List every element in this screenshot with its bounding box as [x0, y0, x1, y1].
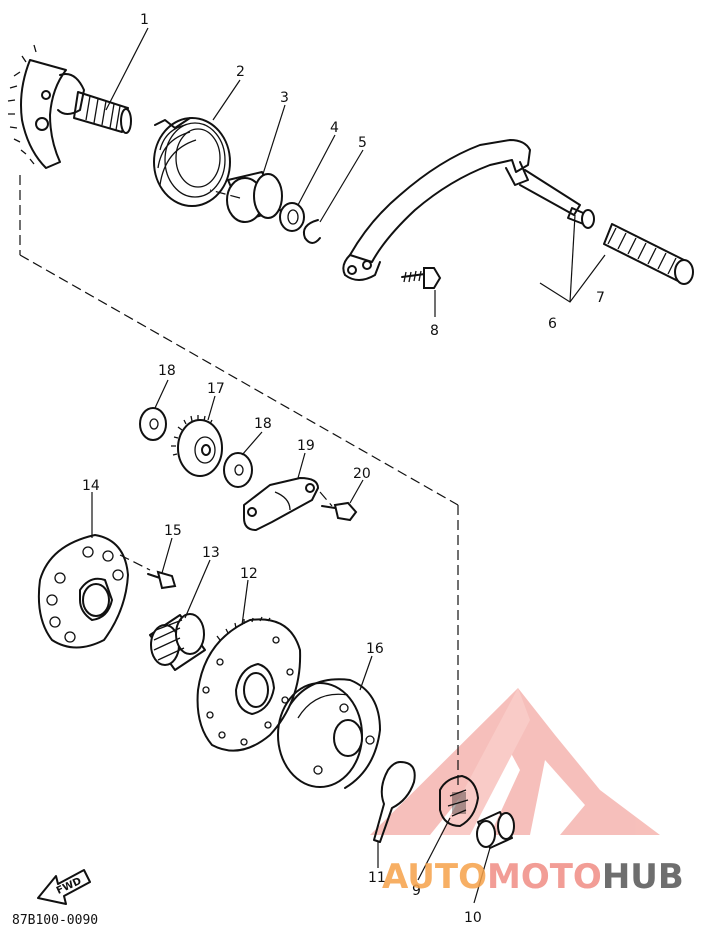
watermark-auto: AUTO: [382, 857, 487, 897]
callout-1: 1: [140, 12, 149, 28]
part-10-collar: [476, 811, 515, 849]
part-13-needle-bearing: [149, 613, 206, 671]
part-14-bearing-plate: [37, 534, 129, 649]
part-12-driven-gear: [196, 616, 302, 752]
callout-18a: 18: [158, 363, 176, 379]
part-5-circlip: [302, 219, 321, 244]
part-18-washer-mid: [223, 452, 253, 488]
watermark-hub: HUB: [602, 857, 684, 897]
part-19-guide-plate: [243, 477, 319, 531]
callout-14: 14: [82, 478, 100, 494]
callout-17: 17: [207, 381, 225, 397]
watermark-text: AUTOMOTOHUB: [382, 857, 684, 897]
part-17-idler-gear: [171, 415, 223, 477]
part-7-pedal-grip: [603, 223, 694, 285]
part-4-washer: [279, 202, 305, 232]
callout-12: 12: [240, 566, 258, 582]
callout-numbers: 1 2 3 4 5 6 7 8 9 10 11 12 13 14 15 16 1…: [82, 12, 605, 926]
svg-text:AUTOMOTOHUB: AUTOMOTOHUB: [382, 857, 684, 897]
callout-15: 15: [164, 523, 182, 539]
part-20-screw: [321, 501, 358, 522]
callout-13: 13: [202, 545, 220, 561]
callout-7: 7: [596, 290, 605, 306]
callout-5: 5: [358, 135, 367, 151]
watermark-logo: [370, 688, 660, 835]
callout-2: 2: [236, 64, 245, 80]
fwd-arrow: FWD: [37, 869, 91, 905]
part-8-bolt: [401, 267, 442, 289]
callout-20: 20: [353, 466, 371, 482]
callout-6: 6: [548, 316, 557, 332]
callout-10: 10: [464, 910, 482, 926]
callout-9: 9: [412, 883, 421, 899]
callout-4: 4: [330, 120, 339, 136]
callout-3: 3: [280, 90, 289, 106]
part-18-washer-top: [139, 407, 167, 441]
part-3-collar: [226, 171, 283, 223]
diagram-code: 87B100-0090: [12, 913, 98, 928]
callout-19: 19: [297, 438, 315, 454]
watermark-moto: MOTO: [487, 857, 602, 897]
part-9-ratchet: [439, 775, 479, 827]
part-16-clutch-drum: [277, 678, 381, 789]
part-6-kick-crank: [342, 139, 595, 281]
part-15-screw: [147, 570, 177, 590]
leader-lines: [19, 27, 606, 904]
callout-18b: 18: [254, 416, 272, 432]
callout-8: 8: [430, 323, 439, 339]
part-11-clip-spring: [373, 761, 416, 843]
callout-11: 11: [368, 870, 386, 886]
callout-16: 16: [366, 641, 384, 657]
part-1-kick-axle: [7, 44, 132, 169]
part-2-torsion-spring: [153, 117, 231, 207]
